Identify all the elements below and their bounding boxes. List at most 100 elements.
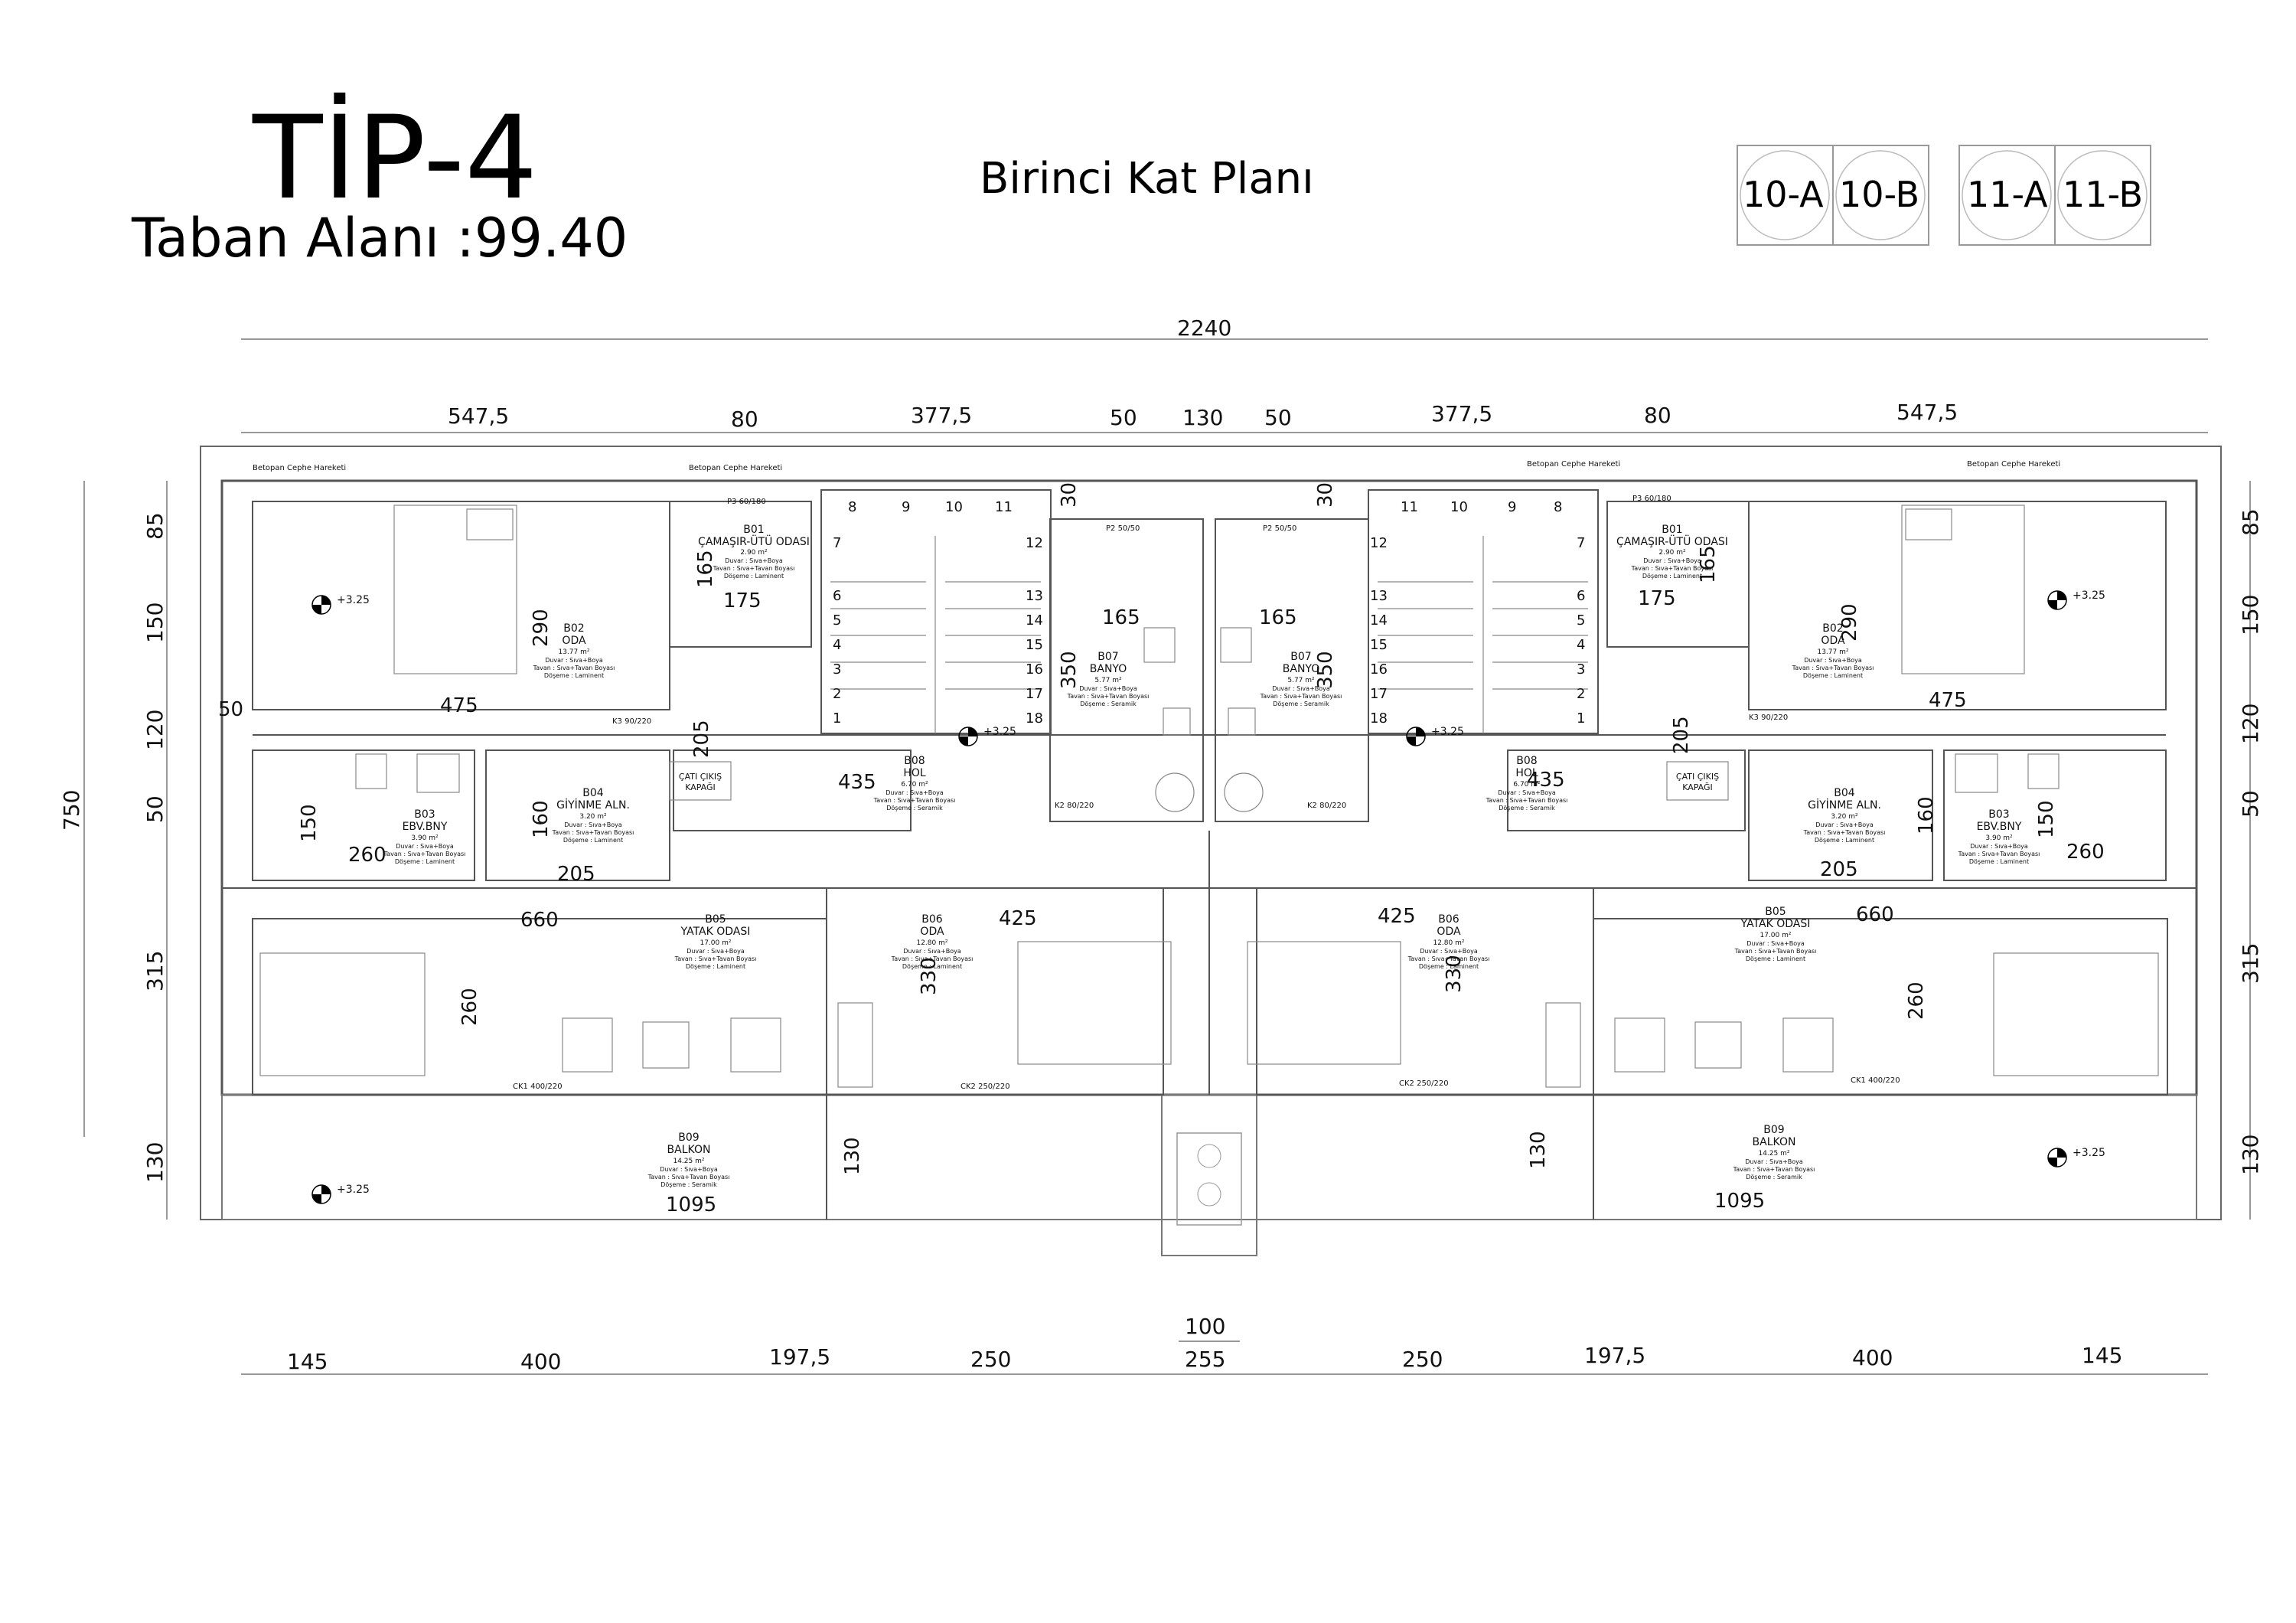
room-finish: Tavan : Sıva+Tavan Boyası bbox=[891, 955, 974, 962]
level-text-2: +3.25 bbox=[983, 726, 1016, 738]
room-b01-left: B01 ÇAMAŞIR-ÜTÜ ODASI 2.90 m² Duvar : Sı… bbox=[698, 524, 810, 580]
dim-top-3: 377,5 bbox=[911, 403, 972, 428]
room-finish: Duvar : Sıva+Boya bbox=[725, 557, 783, 564]
room-finish: Döşeme : Laminent bbox=[1746, 955, 1805, 962]
room-dim: 435 bbox=[838, 771, 876, 794]
room-b05-left: B05 YATAK ODASI 17.00 m² Duvar : Sıva+Bo… bbox=[674, 913, 757, 970]
room-b09-left: B09 BALKON 14.25 m² Duvar : Sıva+Boya Ta… bbox=[647, 1132, 730, 1188]
dim-bottom-2: 400 bbox=[520, 1349, 561, 1374]
stair-step: 7 bbox=[833, 535, 841, 551]
room-area: 3.20 m² bbox=[579, 813, 607, 821]
room-dim: 260 bbox=[348, 844, 386, 867]
room-area: 14.25 m² bbox=[673, 1158, 704, 1165]
stair-step: 11 bbox=[995, 499, 1013, 515]
room-dim: 205 bbox=[1670, 716, 1693, 754]
stair-step: 16 bbox=[1026, 661, 1043, 678]
room-name: YATAK ODASI bbox=[1740, 918, 1811, 930]
room-name: ODA bbox=[562, 635, 586, 647]
stair-step: 5 bbox=[1577, 612, 1585, 629]
dim-top-9: 547,5 bbox=[1896, 400, 1958, 425]
room-area: 3.90 m² bbox=[411, 834, 439, 842]
room-name: BANYO bbox=[1090, 663, 1127, 675]
stair-step: 1 bbox=[833, 710, 841, 727]
stair-step: 6 bbox=[833, 588, 841, 604]
room-name: BALKON bbox=[667, 1144, 711, 1156]
dim-right-1: 85 bbox=[2238, 508, 2263, 536]
room-code: B07 bbox=[1097, 651, 1118, 663]
opening-tag: K3 90/220 bbox=[612, 717, 651, 726]
room-dim: 160 bbox=[1915, 796, 1938, 834]
facade-note-2: Betopan Cephe Hareketi bbox=[689, 464, 782, 472]
room-dim: 290 bbox=[1838, 603, 1861, 642]
room-finish: Duvar : Sıva+Boya bbox=[1804, 657, 1862, 664]
room-code: B09 bbox=[1763, 1124, 1784, 1136]
room-area: 2.90 m² bbox=[740, 549, 768, 557]
level-mark-6: +3.25 bbox=[2047, 1147, 2105, 1167]
opening-tag: K2 80/220 bbox=[1055, 802, 1094, 810]
room-b08-right: B08 HOL 6.70 m² Duvar : Sıva+Boya Tavan … bbox=[1486, 755, 1568, 812]
room-finish: Döşeme : Laminent bbox=[1815, 837, 1874, 844]
room-code: B08 bbox=[1516, 755, 1537, 767]
room-finish: Döşeme : Laminent bbox=[686, 963, 745, 970]
room-b07-right: B07 BANYO 5.77 m² Duvar : Sıva+Boya Tava… bbox=[1260, 651, 1342, 707]
opening-tag: CK1 400/220 bbox=[513, 1083, 563, 1091]
room-finish: Döşeme : Laminent bbox=[1803, 672, 1863, 679]
dim-left-6: 130 bbox=[142, 1142, 168, 1183]
plan-name: Birinci Kat Planı bbox=[980, 154, 1314, 204]
room-dim: 130 bbox=[1527, 1131, 1550, 1169]
room-dimensions-vertical: 165 165 290 290 205 205 350 350 150 150 … bbox=[298, 482, 2058, 1175]
stair-step: 17 bbox=[1026, 686, 1043, 702]
plan-type-title: TİP-4 bbox=[252, 92, 538, 225]
room-code: B04 bbox=[582, 787, 604, 799]
room-dim: 165 bbox=[1697, 545, 1720, 583]
stair-step: 8 bbox=[848, 499, 856, 515]
room-area: 6.70 m² bbox=[901, 781, 928, 789]
room-finish: Duvar : Sıva+Boya bbox=[687, 948, 745, 955]
stair-step: 10 bbox=[1450, 499, 1468, 515]
room-name: HOL bbox=[903, 767, 926, 779]
room-dim: 30 bbox=[1058, 482, 1081, 508]
room-area: 5.77 m² bbox=[1094, 677, 1122, 684]
room-b04-right: B04 GİYİNME ALN. 3.20 m² Duvar : Sıva+Bo… bbox=[1803, 787, 1886, 844]
room-name: ODA bbox=[1821, 635, 1845, 647]
level-mark-4: +3.25 bbox=[2047, 589, 2105, 610]
room-dim: 260 bbox=[1905, 981, 1928, 1020]
left-dimensions: 750 85 150 120 50 315 130 bbox=[59, 481, 168, 1220]
stair-step: 18 bbox=[1370, 710, 1388, 727]
room-name: ODA bbox=[1437, 926, 1461, 938]
opening-tag: P2 50/50 bbox=[1263, 524, 1296, 533]
opening-tags: P3 60/180 P3 60/180 P2 50/50 P2 50/50 K3… bbox=[513, 495, 1900, 1091]
dim-bottom-4: 250 bbox=[970, 1347, 1011, 1372]
room-area: 13.77 m² bbox=[558, 648, 589, 656]
room-code: B02 bbox=[563, 622, 584, 635]
dim-top-1: 547,5 bbox=[448, 403, 509, 429]
stair-step: 3 bbox=[1577, 661, 1585, 678]
room-finish: Tavan : Sıva+Tavan Boyası bbox=[552, 829, 634, 836]
stair-step: 2 bbox=[1577, 686, 1585, 702]
stair-step: 9 bbox=[1508, 499, 1516, 515]
room-finish: Döşeme : Laminent bbox=[1419, 963, 1479, 970]
room-code: B05 bbox=[1765, 906, 1786, 918]
dim-bottom-1: 145 bbox=[287, 1349, 328, 1374]
opening-tag: K3 90/220 bbox=[1749, 714, 1788, 722]
unit-badge-11b: 11-B bbox=[2063, 174, 2143, 215]
dim-right-2: 150 bbox=[2238, 595, 2263, 635]
room-dim: 175 bbox=[1638, 587, 1676, 610]
dim-bottom-middle: 100 bbox=[1185, 1314, 1225, 1339]
level-mark-1: +3.25 bbox=[311, 594, 370, 615]
roof-hatch-text: KAPAĞI bbox=[1682, 782, 1713, 792]
dim-right-6: 130 bbox=[2238, 1135, 2263, 1175]
stair-step: 11 bbox=[1401, 499, 1418, 515]
room-code: B05 bbox=[705, 913, 726, 926]
stair-step: 4 bbox=[833, 637, 841, 653]
room-name: ÇAMAŞIR-ÜTÜ ODASI bbox=[698, 534, 810, 548]
room-name: ÇAMAŞIR-ÜTÜ ODASI bbox=[1616, 534, 1728, 548]
roof-hatch-left: ÇATI ÇIKIŞ KAPAĞI bbox=[669, 761, 732, 801]
room-finish: Duvar : Sıva+Boya bbox=[1498, 789, 1556, 796]
room-code: B01 bbox=[1662, 524, 1682, 536]
level-text-3: +3.25 bbox=[1431, 726, 1464, 738]
room-finish: Duvar : Sıva+Boya bbox=[1746, 940, 1805, 947]
stair-step: 13 bbox=[1370, 588, 1388, 604]
opening-tag: CK2 250/220 bbox=[960, 1083, 1010, 1091]
dim-top-2: 80 bbox=[731, 407, 758, 432]
